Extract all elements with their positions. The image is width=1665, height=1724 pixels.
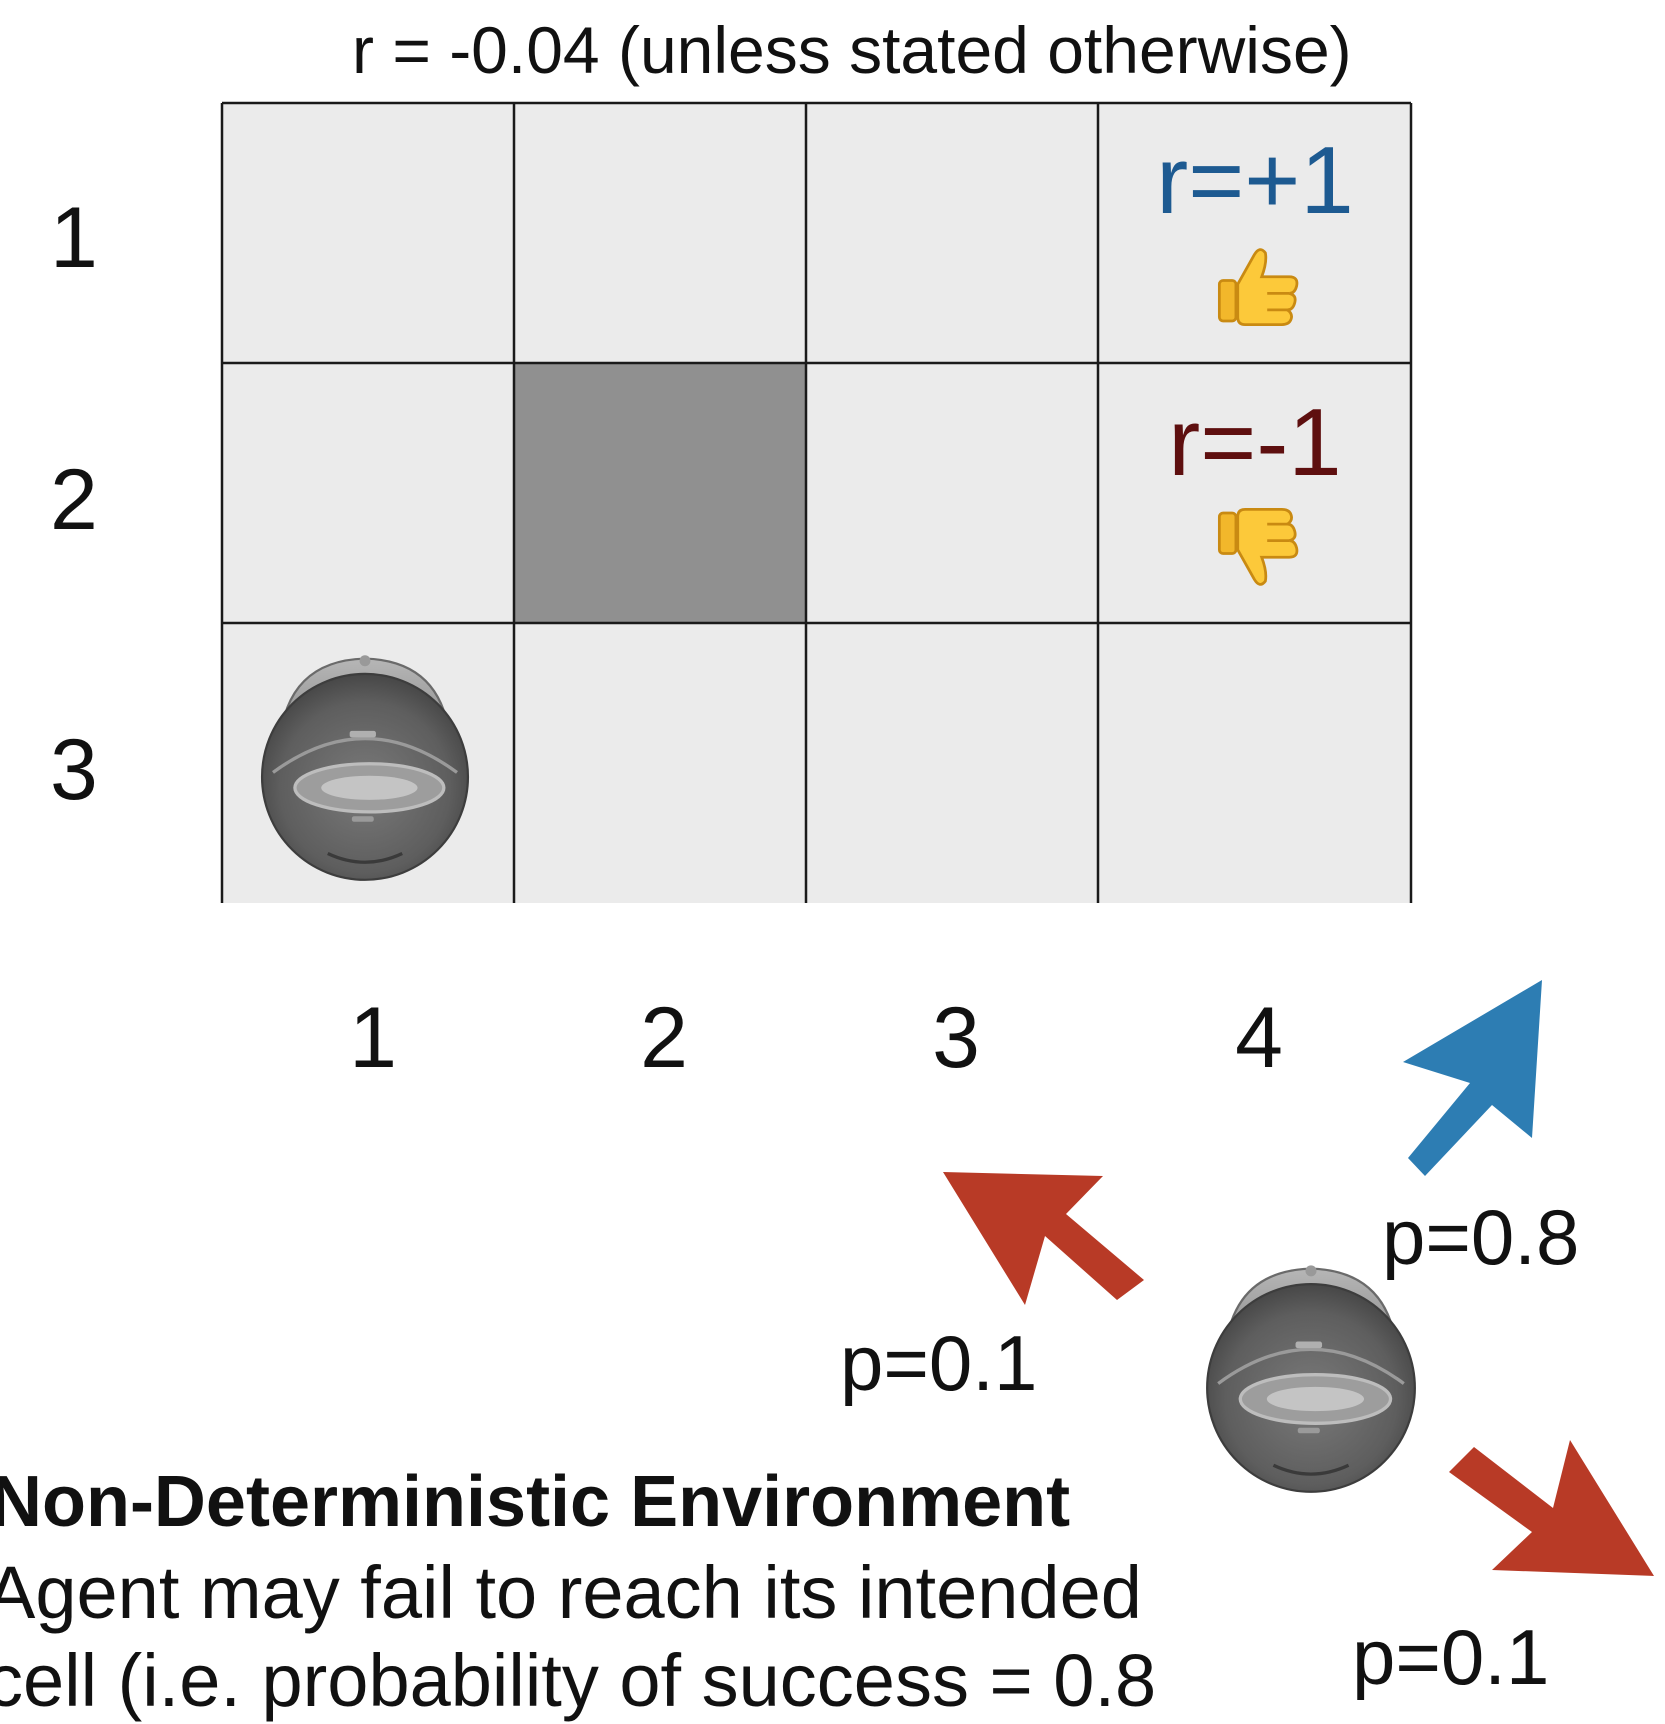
slip-left-probability-label: p=0.1 [840, 1319, 1038, 1407]
robot-vacuum-transition-icon [1205, 1263, 1417, 1494]
col-label-2: 2 [640, 990, 688, 1086]
col-label-3: 3 [932, 990, 980, 1086]
environment-heading: Non-Deterministic Environment [0, 1462, 1071, 1542]
description-line-1: Agent may fail to reach its intended [0, 1551, 1142, 1634]
grid-cell-r1-c2 [514, 103, 806, 363]
negative-reward-label: r=-1 [1168, 389, 1342, 496]
grid-cell-r2-c1 [222, 363, 514, 623]
description-line-2: cell (i.e. probability of success = 0.8 [0, 1639, 1157, 1722]
reward-caption: r = -0.04 (unless stated otherwise) [352, 13, 1352, 87]
intended-probability-label: p=0.8 [1382, 1193, 1580, 1281]
slip-right-probability-label: p=0.1 [1352, 1613, 1550, 1701]
intended-direction-arrow [1403, 980, 1542, 1176]
grid-cell-r1-c3 [806, 103, 1098, 363]
grid-cell-r3-c3 [806, 623, 1098, 903]
row-label-2: 2 [50, 452, 98, 548]
row-label-1: 1 [50, 190, 98, 286]
positive-reward-label: r=+1 [1156, 127, 1354, 234]
row-label-3: 3 [50, 722, 98, 818]
grid-cell-r3-c2 [514, 623, 806, 903]
col-label-1: 1 [349, 990, 397, 1086]
grid-cell-r3-c4 [1098, 623, 1411, 903]
slip-left-arrow [943, 1172, 1144, 1305]
wall-cell [514, 363, 806, 623]
grid-cell-r2-c3 [806, 363, 1098, 623]
col-label-4: 4 [1235, 990, 1283, 1086]
slip-right-arrow [1449, 1440, 1654, 1576]
grid-cell-r1-c1 [222, 103, 514, 363]
